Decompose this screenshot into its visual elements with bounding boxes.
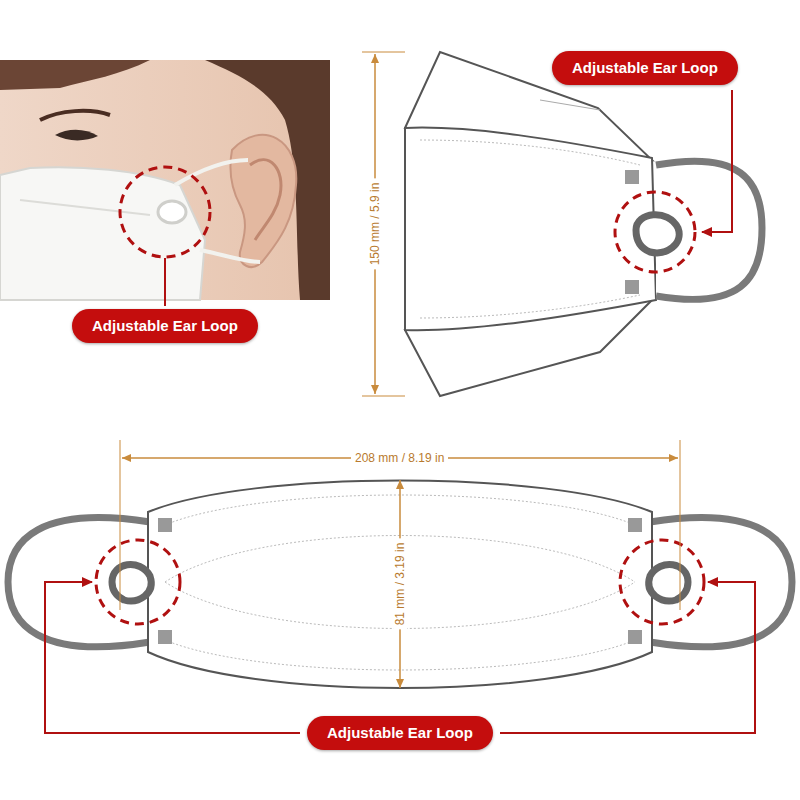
mask-front-view-part: [112, 565, 151, 601]
wearer-photo-part: [0, 60, 150, 90]
mask-side-view-part: [636, 215, 679, 253]
mask-front-view-part: [45, 582, 300, 733]
wearer-photo-part: [230, 135, 296, 267]
mask-front-view-part: [96, 540, 180, 624]
mask-front-view-part: [628, 518, 642, 532]
front-dimensions-part: [120, 440, 121, 610]
height-dimension-part: [362, 52, 405, 53]
wearer-photo-part: [164, 258, 166, 306]
dimension-label: 81 mm / 3.19 in: [393, 539, 407, 630]
wearer-photo-part: [158, 201, 186, 223]
mask-front-view: [8, 481, 792, 734]
front-dimensions: [120, 440, 680, 688]
wearer-photo-part: [120, 167, 210, 257]
mask-side-view-part: [420, 140, 640, 318]
mask-side-view-part: [625, 280, 639, 294]
callout-text: Adjustable Ear Loop: [572, 59, 718, 77]
callout-text: Adjustable Ear Loop: [92, 317, 238, 335]
front-dimensions-part: [680, 440, 681, 610]
mask-side-view-part: [625, 170, 639, 184]
wearer-photo: [0, 60, 330, 306]
dimension-label: 208 mm / 8.19 in: [351, 451, 448, 465]
callout-pill: Adjustable Ear Loop: [72, 309, 258, 343]
mask-side-view-part: [540, 100, 600, 110]
callout-pill: Adjustable Ear Loop: [307, 716, 493, 750]
height-dimension: [362, 52, 405, 396]
mask-front-view-part: [628, 630, 642, 644]
mask-side-view-part: [405, 128, 656, 331]
wearer-photo-part: [40, 111, 110, 120]
mask-front-view-part: [649, 565, 688, 601]
mask-front-view-part: [158, 518, 172, 532]
wearer-photo-part: [20, 200, 150, 215]
mask-side-view: [405, 52, 762, 396]
callout-text: Adjustable Ear Loop: [327, 724, 473, 742]
mask-side-view-part: [702, 90, 732, 232]
mask-front-view-part: [148, 481, 652, 689]
wearer-photo-part: [250, 160, 281, 240]
mask-front-view-part: [500, 582, 755, 733]
height-dimension-part: [362, 396, 405, 397]
wearer-photo-part: [55, 130, 98, 141]
wearer-photo-part: [200, 250, 260, 262]
mask-front-view-part: [620, 540, 704, 624]
mask-front-view-part: [158, 630, 172, 644]
callout-pill: Adjustable Ear Loop: [552, 51, 738, 85]
dimension-label: 150 mm / 5.9 in: [368, 179, 382, 270]
wearer-photo-part: [0, 167, 205, 300]
wearer-photo-part: [205, 60, 330, 300]
mask-side-view-part: [615, 192, 695, 272]
